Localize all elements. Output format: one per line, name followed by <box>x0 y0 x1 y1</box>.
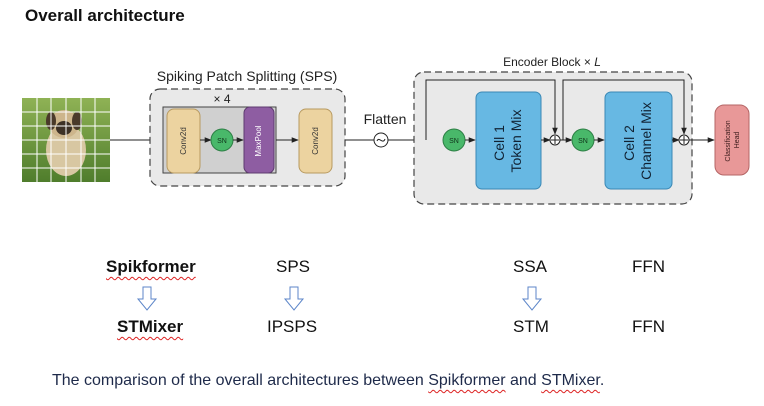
caption-word-spikformer: Spikformer <box>428 372 506 389</box>
plus-icon-1 <box>551 136 559 144</box>
plus-icon-2 <box>680 136 688 144</box>
page-title: Overall architecture <box>25 6 185 25</box>
caption-text-1: The comparison of the overall architectu… <box>52 372 429 389</box>
cell1-label: Cell 1 Token Mix <box>491 109 524 172</box>
classification-head <box>714 104 750 176</box>
flatten-icon <box>376 138 386 142</box>
conv2d-label-1: Conv2d <box>179 127 188 155</box>
comparison-stm: STM <box>513 317 549 336</box>
sps-label: Spiking Patch Splitting (SPS) <box>157 68 338 84</box>
comparison-ipsps: IPSPS <box>267 317 318 336</box>
conv2d-box-2 <box>298 108 333 174</box>
head-label: Classification Head <box>725 118 741 161</box>
repeat-count: × 4 <box>213 92 230 106</box>
caption-word-stmixer: STMixer <box>541 372 600 389</box>
conv2d-label-2: Conv2d <box>311 127 320 155</box>
comparison-sps: SPS <box>276 257 311 276</box>
caption: The comparison of the overall architectu… <box>52 372 604 390</box>
sn-label-1: SN <box>217 138 227 145</box>
down-arrow-icon-1 <box>136 286 158 311</box>
down-arrow-icon-3 <box>521 286 543 311</box>
sn-label-2: SN <box>449 138 459 145</box>
caption-text-2: and <box>505 372 542 389</box>
comparison-ssa: SSA <box>513 257 548 276</box>
comparison-model-1: Spikformer <box>106 257 196 276</box>
conv2d-box-1 <box>166 108 201 174</box>
encoder-label: Encoder Block × L <box>503 55 601 69</box>
comparison-model-2: STMixer <box>117 317 184 336</box>
maxpool-label: MaxPool <box>254 125 263 156</box>
comparison-ffn-2: FFN <box>632 317 666 336</box>
input-image <box>22 98 110 182</box>
sn-label-3: SN <box>578 138 588 145</box>
residual-connection-1 <box>425 79 558 140</box>
maxpool-box <box>243 106 275 174</box>
comparison-ffn-1: FFN <box>632 257 666 276</box>
residual-connection-2 <box>562 79 687 140</box>
flatten-label: Flatten <box>364 111 407 127</box>
cell2-label: Cell 2 Channel Mix <box>621 102 654 180</box>
down-arrow-icon-2 <box>283 286 305 311</box>
caption-text-3: . <box>599 372 605 389</box>
